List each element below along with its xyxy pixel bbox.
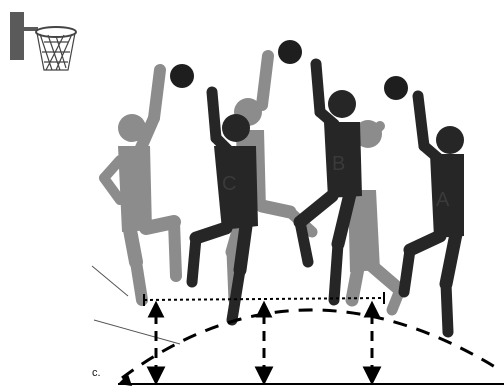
player-a-label: A — [436, 189, 450, 211]
basketball-icon — [278, 40, 302, 64]
player-c-figure — [192, 92, 258, 320]
figure-corner-label: c. — [92, 367, 101, 379]
player-a-figure — [404, 96, 464, 332]
basketball-icon — [384, 76, 408, 100]
player-b-label: B — [332, 153, 345, 175]
height-arrows — [149, 304, 379, 382]
player-c-label: C — [222, 173, 236, 195]
basketball-hoop-icon — [10, 12, 76, 70]
player-light-left — [104, 70, 176, 300]
basketball-icon — [170, 64, 194, 88]
